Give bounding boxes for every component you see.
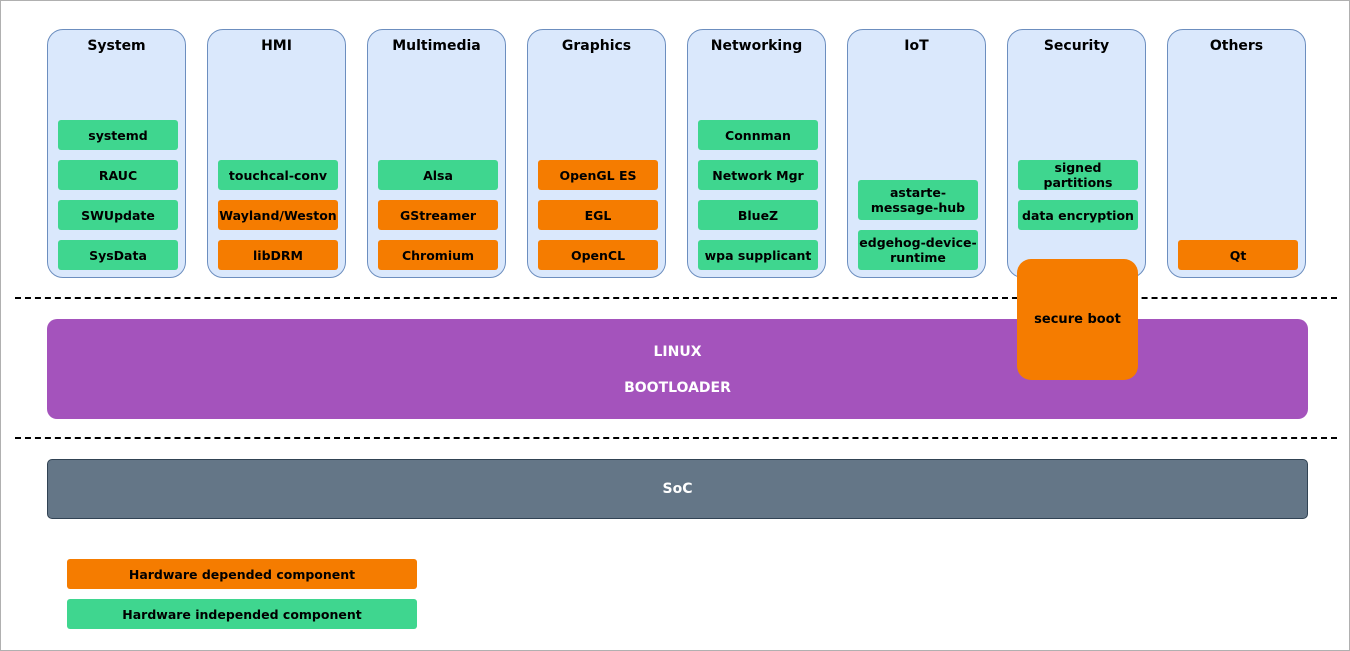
component-wayland-weston: Wayland/Weston bbox=[218, 200, 338, 230]
divider-lower bbox=[15, 437, 1337, 439]
component-egl: EGL bbox=[538, 200, 658, 230]
column-title: IoT bbox=[904, 38, 929, 54]
soc-layer: SoC bbox=[47, 459, 1308, 519]
column-title: Security bbox=[1043, 38, 1110, 54]
component-gstreamer: GStreamer bbox=[378, 200, 498, 230]
column-security: Security signed partitions data encrypti… bbox=[1007, 29, 1146, 278]
legend-hardware-dependent: Hardware depended component bbox=[67, 559, 417, 589]
component-sysdata: SysData bbox=[58, 240, 178, 270]
component-network-mgr: Network Mgr bbox=[698, 160, 818, 190]
component-edgehog-device-runtime: edgehog-device-runtime bbox=[858, 230, 978, 270]
column-title: HMI bbox=[261, 38, 292, 54]
component-secure-boot: secure boot bbox=[1017, 259, 1138, 380]
component-opengl-es: OpenGL ES bbox=[538, 160, 658, 190]
component-wpa-supplicant: wpa supplicant bbox=[698, 240, 818, 270]
component-touchcal-conv: touchcal-conv bbox=[218, 160, 338, 190]
column-title: Others bbox=[1209, 38, 1264, 54]
component-data-encryption: data encryption bbox=[1018, 200, 1138, 230]
bootloader-label: BOOTLOADER bbox=[624, 380, 731, 396]
component-swupdate: SWUpdate bbox=[58, 200, 178, 230]
component-signed-partitions: signed partitions bbox=[1018, 160, 1138, 190]
component-qt: Qt bbox=[1178, 240, 1298, 270]
component-connman: Connman bbox=[698, 120, 818, 150]
component-rauc: RAUC bbox=[58, 160, 178, 190]
component-systemd: systemd bbox=[58, 120, 178, 150]
column-networking: Networking Connman Network Mgr BlueZ wpa… bbox=[687, 29, 826, 278]
column-graphics: Graphics OpenGL ES EGL OpenCL bbox=[527, 29, 666, 278]
component-astarte-message-hub: astarte-message-hub bbox=[858, 180, 978, 220]
component-bluez: BlueZ bbox=[698, 200, 818, 230]
column-title: Networking bbox=[710, 38, 803, 54]
column-iot: IoT astarte-message-hub edgehog-device-r… bbox=[847, 29, 986, 278]
column-system: System systemd RAUC SWUpdate SysData bbox=[47, 29, 186, 278]
column-multimedia: Multimedia Alsa GStreamer Chromium bbox=[367, 29, 506, 278]
component-alsa: Alsa bbox=[378, 160, 498, 190]
divider-upper bbox=[15, 297, 1337, 299]
component-opencl: OpenCL bbox=[538, 240, 658, 270]
column-title: Graphics bbox=[561, 38, 632, 54]
linux-label: LINUX bbox=[653, 344, 702, 360]
column-title: System bbox=[87, 38, 146, 54]
column-others: Others Qt bbox=[1167, 29, 1306, 278]
legend-hardware-independent: Hardware independed component bbox=[67, 599, 417, 629]
component-libdrm: libDRM bbox=[218, 240, 338, 270]
component-chromium: Chromium bbox=[378, 240, 498, 270]
column-hmi: HMI touchcal-conv Wayland/Weston libDRM bbox=[207, 29, 346, 278]
column-title: Multimedia bbox=[392, 38, 481, 54]
